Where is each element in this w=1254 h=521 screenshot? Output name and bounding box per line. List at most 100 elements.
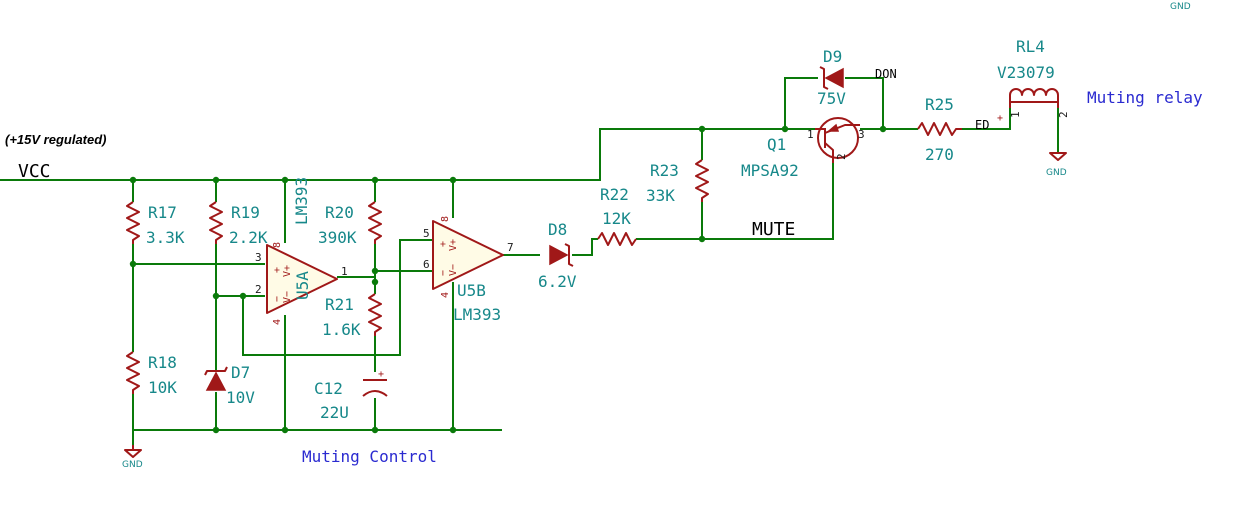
r25 [917, 122, 962, 136]
ground-icon [1049, 152, 1067, 161]
u5a-pin-vplus: 8 [272, 242, 283, 248]
d7-ref: D7 [231, 363, 250, 382]
u5a-vplus-mark: V+ [282, 265, 293, 277]
junctions [129, 125, 887, 434]
u5b-comparator [432, 220, 504, 290]
u5b-plus-mark: + [438, 241, 449, 247]
gnd-symbol-r18 [124, 445, 142, 458]
junction-dot [129, 176, 137, 184]
rl4-value: V23079 [997, 63, 1055, 82]
u5a-comparator [266, 244, 338, 314]
r17-body [126, 201, 140, 244]
d9-ref: D9 [823, 47, 842, 66]
u5b-minus-mark: − [438, 270, 449, 276]
net-vcc: VCC [18, 161, 51, 182]
d9-wire [784, 77, 884, 129]
u5a-pin-in-plus: 3 [255, 251, 262, 264]
junction-dot [371, 176, 379, 184]
d8-value: 6.2V [538, 272, 577, 291]
r21-body [368, 293, 382, 336]
rl4-pin-1: 1 [1009, 111, 1022, 118]
r21-ref: R21 [325, 295, 354, 314]
r22-ref: R22 [600, 185, 629, 204]
junction-dot [371, 426, 379, 434]
u5b-vplus-mark: V+ [448, 239, 459, 251]
d9-value: 75V [817, 89, 846, 108]
u5b-body [432, 220, 504, 290]
r22 [597, 232, 637, 246]
junction-dot [212, 426, 220, 434]
r23 [695, 159, 709, 202]
junction-dot [449, 176, 457, 184]
r25-relay-wire [860, 108, 1011, 130]
r21 [368, 293, 382, 336]
gnd-label-r18: GND [122, 460, 143, 470]
q1-value: MPSA92 [741, 161, 799, 180]
r21-value: 1.6K [322, 320, 361, 339]
rl4-ref: RL4 [1016, 37, 1045, 56]
d9-bar [819, 66, 829, 90]
u5b-vminus-mark: V− [448, 264, 459, 276]
junction-dot [371, 267, 379, 275]
c12-ref: C12 [314, 379, 343, 398]
d8-bar [564, 243, 574, 267]
junction-dot [281, 426, 289, 434]
d9-zener [819, 66, 844, 90]
u5a-body [266, 244, 338, 314]
supply-note: (+15V regulated) [5, 132, 107, 147]
net-ed: ED [975, 118, 989, 132]
q1-pin-c: 2 [835, 153, 848, 160]
u5a-vminus-mark: V− [282, 291, 293, 303]
rl4-leads [1009, 95, 1059, 108]
rl4-pin-2: 2 [1057, 111, 1070, 118]
r17-ref: R17 [148, 203, 177, 222]
q1-emitter-arrow [826, 123, 840, 132]
u5b-ref: U5B [457, 281, 486, 300]
u5a-value: LM393 [292, 177, 311, 225]
u5b-value: LM393 [453, 305, 501, 324]
junction-dot [781, 125, 789, 133]
q1-ref: Q1 [767, 135, 786, 154]
u5a-pin-in-minus: 2 [255, 283, 262, 296]
junction-dot [239, 292, 247, 300]
junction-dot [698, 125, 706, 133]
d7-value: 10V [226, 388, 255, 407]
u5b-pin-in-minus: 6 [423, 258, 430, 271]
r20 [368, 201, 382, 244]
junction-dot [698, 235, 706, 243]
net-don: DON [875, 67, 897, 81]
r17 [126, 201, 140, 244]
q1-pin-b: 1 [807, 128, 814, 141]
c12-capacitor [362, 379, 388, 397]
u5a-plus-mark: + [272, 267, 283, 273]
r20-value: 390K [318, 228, 357, 247]
r17-value: 3.3K [146, 228, 185, 247]
u5a-pin-vminus: 4 [272, 319, 283, 325]
u5b-plus-feed-wire [242, 239, 433, 356]
muting-control-note: Muting Control [302, 447, 437, 466]
junction-dot [212, 176, 220, 184]
junction-dot [879, 125, 887, 133]
c12-value: 22U [320, 403, 349, 422]
u5b-pin-in-plus: 5 [423, 227, 430, 240]
rl4-plus-mark: + [997, 113, 1003, 124]
r22-value: 12K [602, 209, 631, 228]
vcc-rail-wire [0, 128, 785, 181]
r22-body [597, 232, 637, 246]
d8-ref: D8 [548, 220, 567, 239]
c12-plate-bottom [362, 390, 388, 397]
d7-zener [204, 366, 228, 391]
q1-pin-e: 3 [858, 128, 865, 141]
r19 [209, 201, 223, 244]
junction-dot [449, 426, 457, 434]
q1-transistor [815, 117, 860, 163]
r18-value: 10K [148, 378, 177, 397]
r25-body [917, 122, 962, 136]
r19-body [209, 201, 223, 244]
gnd-label-relay: GND [1046, 168, 1067, 178]
u5b-pin-vminus: 4 [440, 292, 451, 298]
junction-dot [212, 292, 220, 300]
q1-body [817, 117, 859, 159]
d8-zener [549, 243, 574, 267]
junction-dot [281, 176, 289, 184]
